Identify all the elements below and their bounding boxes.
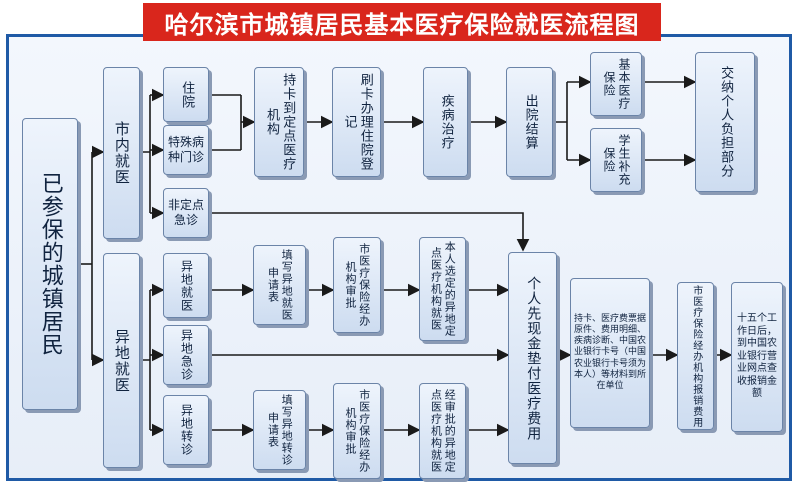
local-medical: 市内就医 (103, 67, 140, 239)
arrow-remote-split (140, 290, 151, 430)
insured-residents: 已参保的城镇居民 (22, 118, 78, 410)
approved-remote-institution: 经审批的异地定点医疗机构就医 (419, 383, 466, 479)
personal-advance-payment: 个人先现金垫付医疗费用 (508, 252, 557, 464)
hospitalization: 住院 (163, 67, 209, 122)
arrow-nondesignated-to-advance (209, 212, 530, 252)
insurance-agency-approval-transfer: 市医疗保险经办机构审批 (333, 383, 381, 479)
diagram-title: 哈尔滨市城镇居民基本医疗保险就医流程图 (143, 3, 661, 41)
remote-medical: 异地就医 (103, 253, 140, 468)
basic-medical-insurance: 基本医疗保险 (590, 52, 642, 116)
arrow-discharge-split (553, 82, 568, 160)
special-disease-clinic: 特殊病种门诊 (163, 125, 209, 175)
discharge-settlement: 出院结算 (506, 67, 553, 177)
insurance-agency-approval: 市医疗保险经办机构审批 (333, 237, 381, 333)
student-supplementary-insurance: 学生补充保险 (590, 128, 642, 192)
remote-transfer-option: 异地转诊 (163, 395, 209, 465)
fill-remote-medical-form: 填写异地就医申请表 (253, 245, 306, 325)
card-to-designated-institution: 持卡到定点医疗机构 (254, 67, 304, 177)
non-designated-emergency: 非定点急诊 (163, 188, 209, 238)
remote-emergency-option: 异地急诊 (163, 325, 209, 385)
self-chosen-remote-institution: 本人选定的异地定点医疗机构就医 (419, 237, 466, 341)
remote-medical-option: 异地就医 (163, 253, 209, 318)
agency-reimbursement: 市医疗保险经办机构报销费用 (677, 282, 714, 430)
swipe-register: 刷卡办理住院登记 (332, 67, 381, 177)
required-documents: 持卡、医疗费票据原件、费用明细、疾病诊断、中国农业银行卡号（中国农业银行卡号须为… (570, 278, 650, 428)
check-reimbursement-after-15-days: 十五个工作日后，到中国农业银行营业网点查收报销金额 (731, 282, 783, 432)
pay-personal-share: 交纳个人负担部分 (695, 52, 755, 192)
fill-remote-transfer-form: 填写异地转诊申请表 (253, 390, 306, 470)
disease-treatment: 疾病治疗 (423, 67, 468, 177)
arrow-local-split (140, 95, 151, 213)
